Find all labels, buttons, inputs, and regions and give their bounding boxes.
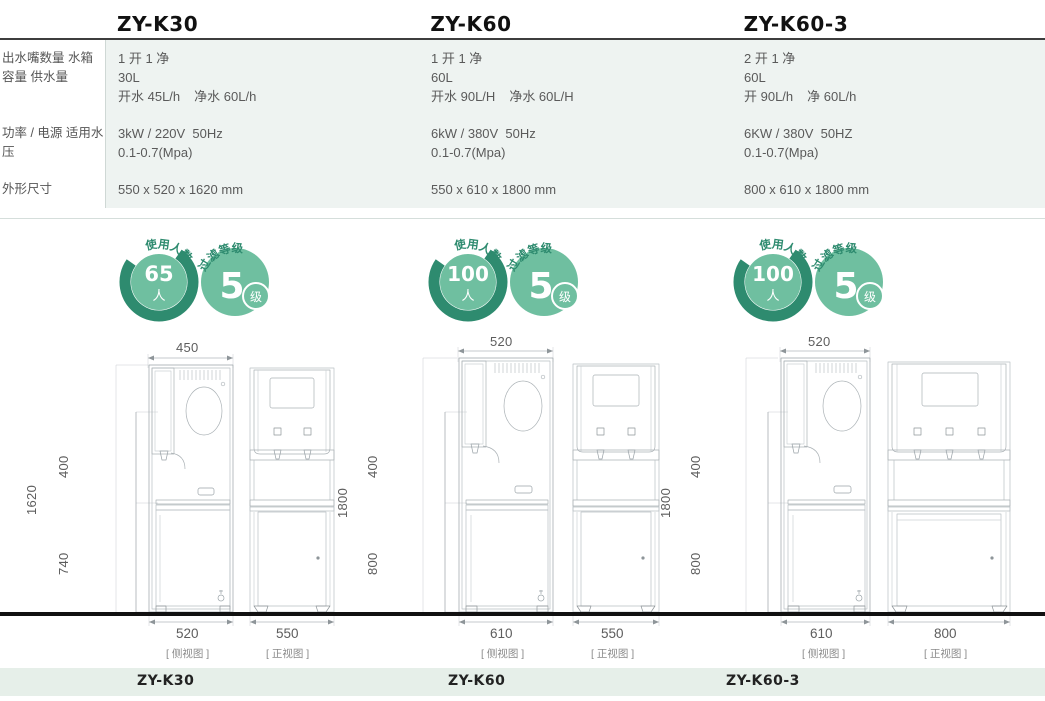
dim-depth-3: 610: [810, 626, 833, 641]
filter-value-1: 5: [219, 266, 244, 307]
table-row-dimensions: 外形尺寸 550 x 520 x 1620 mm 550 x 610 x 180…: [0, 171, 1045, 208]
filter-badge-icon: 5 级 过滤等级: [195, 241, 270, 316]
dim-lower-height-2: 800: [365, 552, 380, 575]
users-unit-1: 人: [152, 289, 165, 304]
users-value-2: 100: [447, 262, 489, 286]
filter-grade-badge-2: 5 级 过滤等级: [498, 236, 590, 328]
drawing-svg-3: [745, 347, 1011, 626]
row-value-dimensions-col2: 550 x 610 x 1800 mm: [419, 171, 732, 208]
users-value-1: 65: [144, 262, 173, 286]
footer-model-bar: ZY-K30 ZY-K60 ZY-K60-3: [0, 668, 1045, 696]
row-label-group-3: 外形尺寸: [0, 171, 105, 208]
filter-unit-3: 级: [864, 290, 876, 304]
header-empty-corner: [0, 0, 105, 38]
row-value-power-col2: 6kW / 380V 50Hz 0.1-0.7(Mpa): [419, 115, 732, 171]
row-value-power-col3: 6KW / 380V 50HZ 0.1-0.7(Mpa): [732, 115, 1045, 171]
users-unit-2: 人: [461, 289, 474, 304]
users-badge-icon: 100 人 使用人数: [733, 237, 813, 322]
filter-grade-badge-1: 5 级 过滤等级: [189, 236, 281, 328]
users-badge-icon: 100 人 使用人数: [428, 237, 508, 322]
filter-unit-2: 级: [559, 290, 571, 304]
filter-badge-icon: 5 级 过滤等级: [504, 241, 579, 316]
dim-upper-height-3: 400: [688, 455, 703, 478]
row-label-outlets: 出水嘴数量: [2, 51, 65, 65]
drawing-svg-2: [422, 347, 660, 626]
dim-total-height-3: 1800: [658, 487, 673, 518]
filter-value-3: 5: [833, 266, 858, 307]
model-title-1: ZY-K30: [117, 12, 199, 36]
row-label-tank: 水箱容量: [2, 51, 94, 84]
model-title-2: ZY-K60: [430, 12, 512, 36]
badge-group-product-1: 65 人 使用人数 5 级 过滤等级: [113, 228, 303, 340]
header-cell-model-3: ZY-K60-3: [732, 0, 1045, 38]
dim-front-width-1: 550: [276, 626, 299, 641]
technical-drawings: 450 1620 400 740 520 550 [ 侧视图 ] [ 正视图 ]: [0, 334, 1045, 660]
row-label-dimensions: 外形尺寸: [2, 182, 53, 196]
users-capacity-badge-3: 100 人 使用人数: [727, 236, 819, 328]
row-value-power-col1: 3kW / 220V 50Hz 0.1-0.7(Mpa): [105, 115, 419, 171]
badge-group-product-3: 100 人 使用人数 5 级 过滤等级: [727, 228, 917, 340]
row-divider-3: [0, 218, 1045, 219]
ground-reference-line: [0, 612, 1045, 616]
footer-model-label-1: ZY-K30: [137, 673, 195, 689]
dim-lower-height-3: 800: [688, 552, 703, 575]
drawing-group-product-1: 450 1620 400 740 520 550 [ 侧视图 ] [ 正视图 ]: [8, 340, 338, 660]
users-badge-icon: 65 人 使用人数: [119, 237, 199, 322]
row-value-dimensions-col1: 550 x 520 x 1620 mm: [105, 171, 419, 208]
caption-front-view-2: [ 正视图 ]: [591, 648, 635, 660]
header-cell-model-1: ZY-K30: [105, 0, 418, 38]
filter-grade-badge-3: 5 级 过滤等级: [803, 236, 895, 328]
dim-upper-height-2: 400: [365, 455, 380, 478]
dim-upper-height-1: 400: [56, 455, 71, 478]
spec-comparison-table: ZY-K30 ZY-K60 ZY-K60-3 出水嘴数量 水箱容量 供水量 1 …: [0, 0, 1045, 219]
dim-total-height-2: 1800: [335, 487, 350, 518]
drawing-group-product-2: 520 1800 400 800 610 550 [ 侧视图 ] [ 正视图 ]: [335, 334, 690, 660]
header-divider-rule: [0, 38, 1045, 40]
model-title-3: ZY-K60-3: [743, 12, 849, 36]
drawing-svg-1: [115, 354, 335, 626]
dim-total-height-1: 1620: [24, 484, 39, 515]
filter-value-2: 5: [528, 266, 553, 307]
row-label-supply: 供水量: [30, 70, 69, 84]
caption-side-view-1: [ 侧视图 ]: [166, 648, 210, 660]
dim-front-width-2: 550: [601, 626, 624, 641]
header-cell-model-2: ZY-K60: [418, 0, 731, 38]
badge-group-product-2: 100 人 使用人数 5 级 过滤等级: [422, 228, 612, 340]
dim-top-width-1: 450: [176, 340, 199, 355]
caption-side-view-3: [ 侧视图 ]: [802, 648, 846, 660]
row-label-power: 功率 / 电源: [2, 126, 63, 140]
footer-model-label-3: ZY-K60-3: [726, 673, 800, 689]
filter-badge-icon: 5 级 过滤等级: [809, 241, 884, 316]
row-label-group-2: 功率 / 电源 适用水压: [0, 115, 105, 171]
dim-depth-1: 520: [176, 626, 199, 641]
users-capacity-badge-2: 100 人 使用人数: [422, 236, 514, 328]
dim-lower-height-1: 740: [56, 552, 71, 575]
row-label-pressure: 适用水压: [2, 126, 104, 159]
badge-strip: 65 人 使用人数 5 级 过滤等级: [0, 228, 1045, 340]
dim-top-width-2: 520: [490, 334, 513, 349]
caption-side-view-2: [ 侧视图 ]: [481, 648, 525, 660]
dim-depth-2: 610: [490, 626, 513, 641]
drawing-group-product-3: 520 1800 400 800 610 800 [ 侧视图 ] [ 正视图 ]: [658, 334, 1040, 660]
users-capacity-badge-1: 65 人 使用人数: [113, 236, 205, 328]
row-value-dimensions-col3: 800 x 610 x 1800 mm: [732, 171, 1045, 208]
filter-unit-1: 级: [250, 290, 262, 304]
table-row-power: 功率 / 电源 适用水压 3kW / 220V 50Hz 0.1-0.7(Mpa…: [0, 115, 1045, 171]
row-label-group-1: 出水嘴数量 水箱容量 供水量: [0, 40, 105, 115]
caption-front-view-3: [ 正视图 ]: [924, 648, 968, 660]
dim-front-width-3: 800: [934, 626, 957, 641]
users-unit-3: 人: [766, 289, 779, 304]
table-header-row: ZY-K30 ZY-K60 ZY-K60-3: [0, 0, 1045, 38]
footer-model-label-2: ZY-K60: [448, 673, 506, 689]
dim-top-width-3: 520: [808, 334, 831, 349]
users-value-3: 100: [752, 262, 794, 286]
caption-front-view-1: [ 正视图 ]: [266, 648, 310, 660]
